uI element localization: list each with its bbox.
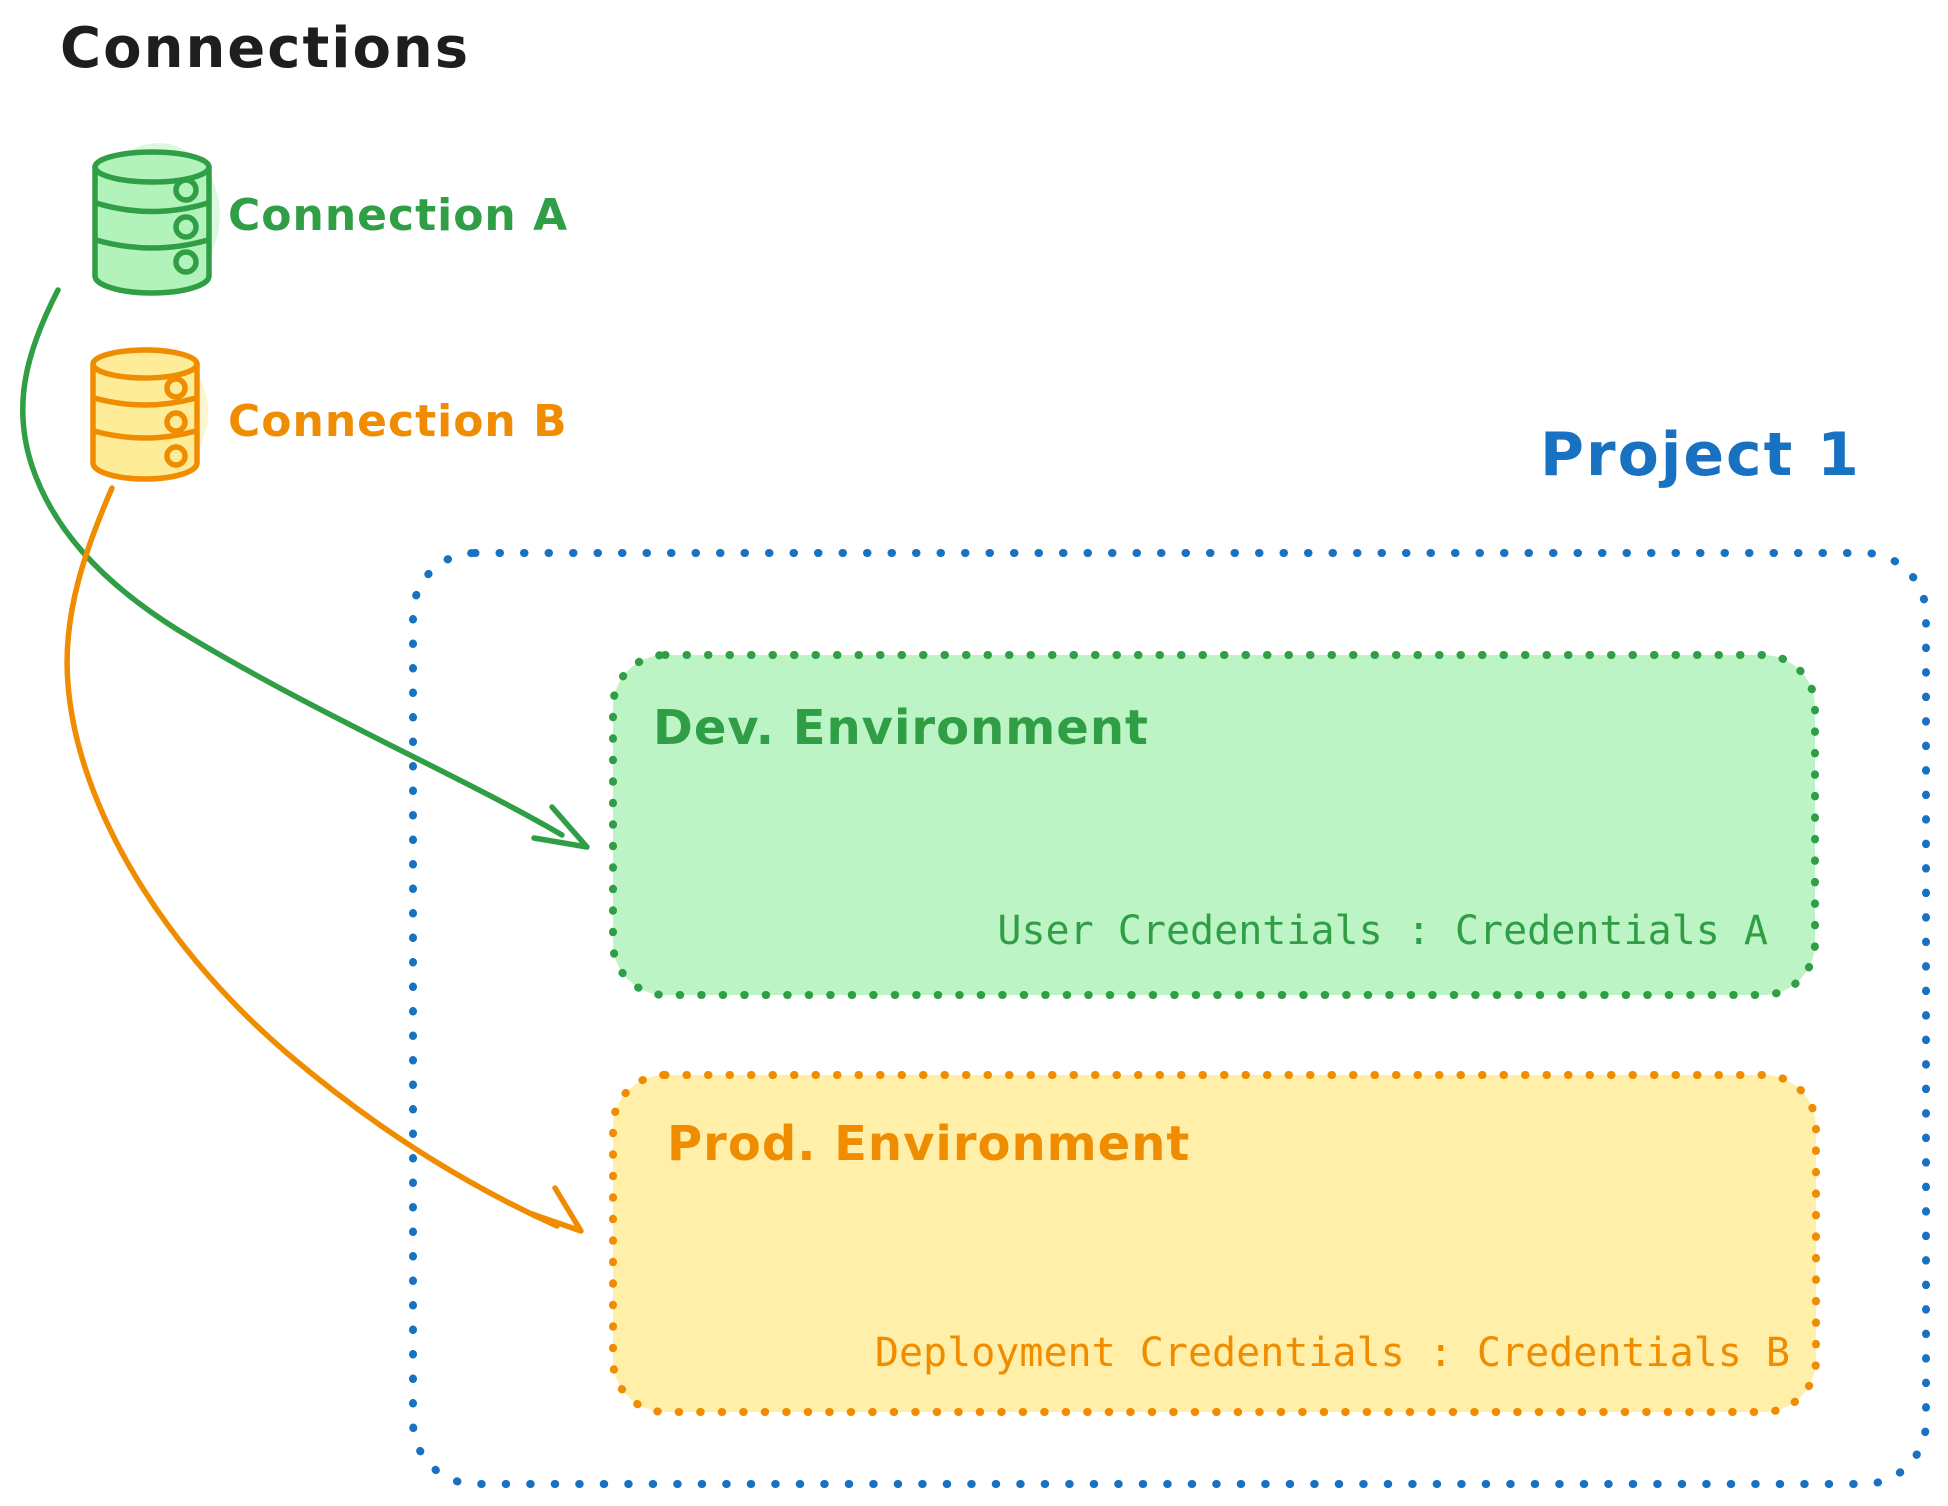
database-dot <box>164 376 188 400</box>
database-divider <box>91 428 199 441</box>
database-top <box>92 149 212 185</box>
dev-credentials-text: User Credentials : Credentials A <box>997 908 1768 954</box>
prod-environment-title: Prod. Environment <box>667 1116 1191 1172</box>
arrow-line <box>64 485 560 1229</box>
connection-a-database-icon <box>92 143 220 296</box>
database-body <box>92 164 212 296</box>
project-title: Project 1 <box>1540 420 1861 490</box>
project-box <box>409 549 1930 1488</box>
database-divider <box>93 200 211 215</box>
dev-environment-box <box>609 651 1819 999</box>
prod-environment-box <box>609 1071 1820 1416</box>
connection-b-to-prod-arrow <box>64 485 584 1234</box>
database-divider <box>93 237 211 251</box>
prod-credentials-text: Deployment Credentials : Credentials B <box>874 1330 1790 1376</box>
connection-a-to-dev-arrow <box>20 287 590 850</box>
database-dot <box>173 177 199 203</box>
database-dot <box>164 410 188 434</box>
database-dot <box>173 249 199 275</box>
database-divider <box>91 395 199 408</box>
diagram-title: Connections <box>60 16 471 81</box>
connection-b-label: Connection B <box>228 396 568 447</box>
dev-environment-title: Dev. Environment <box>653 700 1149 756</box>
connection-a-label: Connection A <box>228 190 569 241</box>
arrowhead <box>531 804 590 850</box>
arrowhead <box>529 1185 584 1234</box>
database-dot <box>173 214 199 240</box>
arrow-line <box>20 287 565 838</box>
database-dot <box>164 444 188 468</box>
database-top <box>90 347 200 381</box>
connection-b-database-icon <box>90 346 208 482</box>
